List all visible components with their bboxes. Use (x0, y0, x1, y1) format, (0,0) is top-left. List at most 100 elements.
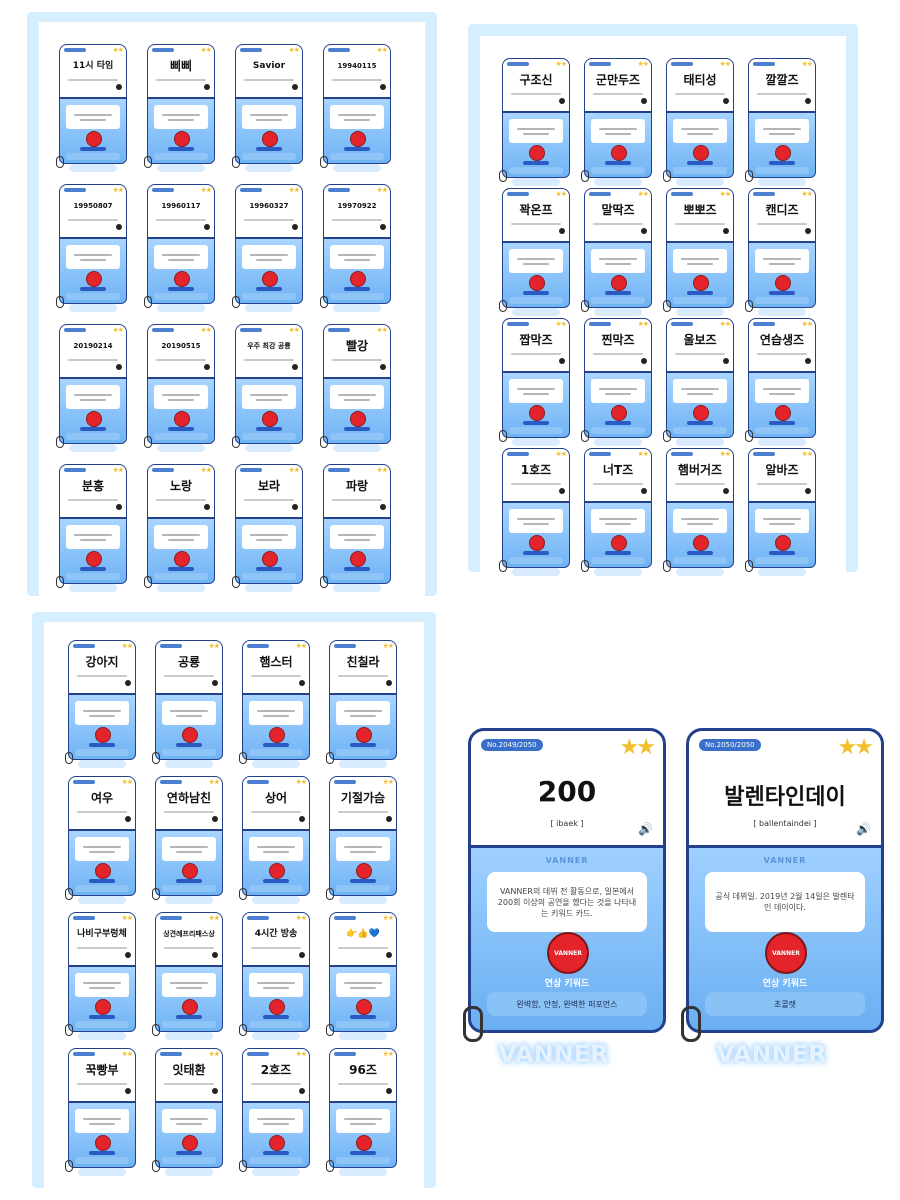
keyword-card[interactable]: ★★뽀뽀즈 (663, 188, 734, 320)
keyword-card[interactable]: ★★삐삐 (144, 44, 215, 176)
vanner-button[interactable] (182, 727, 198, 743)
speaker-icon[interactable] (204, 84, 210, 90)
vanner-button[interactable] (775, 145, 791, 161)
vanner-button[interactable] (182, 863, 198, 879)
vanner-button[interactable] (529, 535, 545, 551)
keyword-card[interactable]: ★★햄버거즈 (663, 448, 734, 580)
keyword-card[interactable]: ★★11시 타임 (56, 44, 127, 176)
keyword-card[interactable]: ★★연습생즈 (745, 318, 816, 450)
vanner-button[interactable] (86, 411, 102, 427)
keyword-card[interactable]: ★★빨강 (320, 324, 391, 456)
speaker-icon[interactable] (559, 488, 565, 494)
speaker-icon[interactable] (212, 1088, 218, 1094)
vanner-button[interactable] (356, 999, 372, 1015)
vanner-button[interactable] (356, 863, 372, 879)
speaker-icon[interactable] (204, 224, 210, 230)
keyword-card[interactable]: ★★공룡 (152, 640, 223, 772)
speaker-icon[interactable] (299, 680, 305, 686)
vanner-button[interactable] (350, 411, 366, 427)
speaker-icon[interactable] (380, 364, 386, 370)
speaker-icon[interactable] (125, 816, 131, 822)
vanner-button[interactable] (95, 1135, 111, 1151)
vanner-button[interactable] (86, 551, 102, 567)
vanner-button[interactable]: VANNER (547, 932, 589, 974)
vanner-button[interactable] (269, 863, 285, 879)
keyword-card[interactable]: ★★말딱즈 (581, 188, 652, 320)
speaker-icon[interactable] (292, 364, 298, 370)
vanner-button[interactable] (775, 535, 791, 551)
vanner-button[interactable] (693, 405, 709, 421)
speaker-icon[interactable] (299, 1088, 305, 1094)
vanner-button[interactable] (611, 275, 627, 291)
speaker-icon[interactable] (116, 224, 122, 230)
keyword-card[interactable]: ★★너T즈 (581, 448, 652, 580)
speaker-icon[interactable] (212, 680, 218, 686)
vanner-button[interactable] (95, 727, 111, 743)
speaker-icon[interactable] (380, 504, 386, 510)
vanner-button[interactable] (174, 271, 190, 287)
vanner-button[interactable] (529, 275, 545, 291)
keyword-card[interactable]: ★★친칠라 (326, 640, 397, 772)
keyword-card[interactable]: ★★우주 최강 공룡 (232, 324, 303, 456)
vanner-button[interactable] (262, 271, 278, 287)
speaker-icon[interactable] (559, 358, 565, 364)
speaker-icon[interactable] (380, 84, 386, 90)
keyword-card[interactable]: ★★구조신 (499, 58, 570, 190)
speaker-icon[interactable] (559, 98, 565, 104)
vanner-button[interactable] (262, 551, 278, 567)
vanner-button[interactable] (182, 999, 198, 1015)
vanner-button[interactable] (611, 405, 627, 421)
keyword-card[interactable]: ★★Savior (232, 44, 303, 176)
vanner-button[interactable] (174, 411, 190, 427)
vanner-button[interactable] (174, 131, 190, 147)
keyword-card[interactable]: ★★꾹빵부 (65, 1048, 136, 1180)
speaker-icon[interactable] (641, 488, 647, 494)
vanner-button[interactable] (529, 145, 545, 161)
vanner-button[interactable] (86, 271, 102, 287)
keyword-card[interactable]: ★★캔디즈 (745, 188, 816, 320)
speaker-icon[interactable] (386, 816, 392, 822)
vanner-button[interactable] (356, 1135, 372, 1151)
speaker-icon[interactable] (641, 228, 647, 234)
vanner-button[interactable]: VANNER (765, 932, 807, 974)
speaker-icon[interactable] (559, 228, 565, 234)
keyword-card[interactable]: ★★19970922 (320, 184, 391, 316)
speaker-icon[interactable] (641, 358, 647, 364)
keyword-card[interactable]: ★★깔깔즈 (745, 58, 816, 190)
vanner-button[interactable] (611, 145, 627, 161)
keyword-card[interactable]: ★★태티성 (663, 58, 734, 190)
speaker-icon[interactable] (116, 84, 122, 90)
keyword-card[interactable]: ★★96즈 (326, 1048, 397, 1180)
vanner-button[interactable] (182, 1135, 198, 1151)
speaker-icon[interactable] (116, 504, 122, 510)
keyword-card[interactable]: ★★19960117 (144, 184, 215, 316)
speaker-icon[interactable] (292, 504, 298, 510)
keyword-card[interactable]: ★★19960327 (232, 184, 303, 316)
speaker-icon[interactable] (299, 816, 305, 822)
speaker-icon[interactable] (805, 358, 811, 364)
keyword-card[interactable]: ★★햄스터 (239, 640, 310, 772)
speaker-icon[interactable] (805, 488, 811, 494)
vanner-button[interactable] (693, 535, 709, 551)
vanner-button[interactable] (693, 145, 709, 161)
vanner-button[interactable] (269, 727, 285, 743)
speaker-icon[interactable] (723, 228, 729, 234)
keyword-card[interactable]: ★★19940115 (320, 44, 391, 176)
speaker-icon[interactable] (292, 224, 298, 230)
vanner-button[interactable] (775, 405, 791, 421)
vanner-button[interactable] (350, 551, 366, 567)
keyword-card[interactable]: ★★나비구부렁체 (65, 912, 136, 1044)
keyword-card[interactable]: ★★상견례프리패스상 (152, 912, 223, 1044)
keyword-card[interactable]: ★★알바즈 (745, 448, 816, 580)
keyword-card[interactable]: ★★여우 (65, 776, 136, 908)
keyword-card[interactable]: ★★상어 (239, 776, 310, 908)
vanner-button[interactable] (693, 275, 709, 291)
vanner-button[interactable] (262, 411, 278, 427)
speaker-icon[interactable] (386, 680, 392, 686)
keyword-card[interactable]: ★★노랑 (144, 464, 215, 596)
speaker-icon[interactable] (723, 98, 729, 104)
speaker-icon[interactable] (723, 358, 729, 364)
speaker-icon[interactable] (212, 952, 218, 958)
keyword-card[interactable]: ★★파랑 (320, 464, 391, 596)
speaker-icon[interactable] (292, 84, 298, 90)
